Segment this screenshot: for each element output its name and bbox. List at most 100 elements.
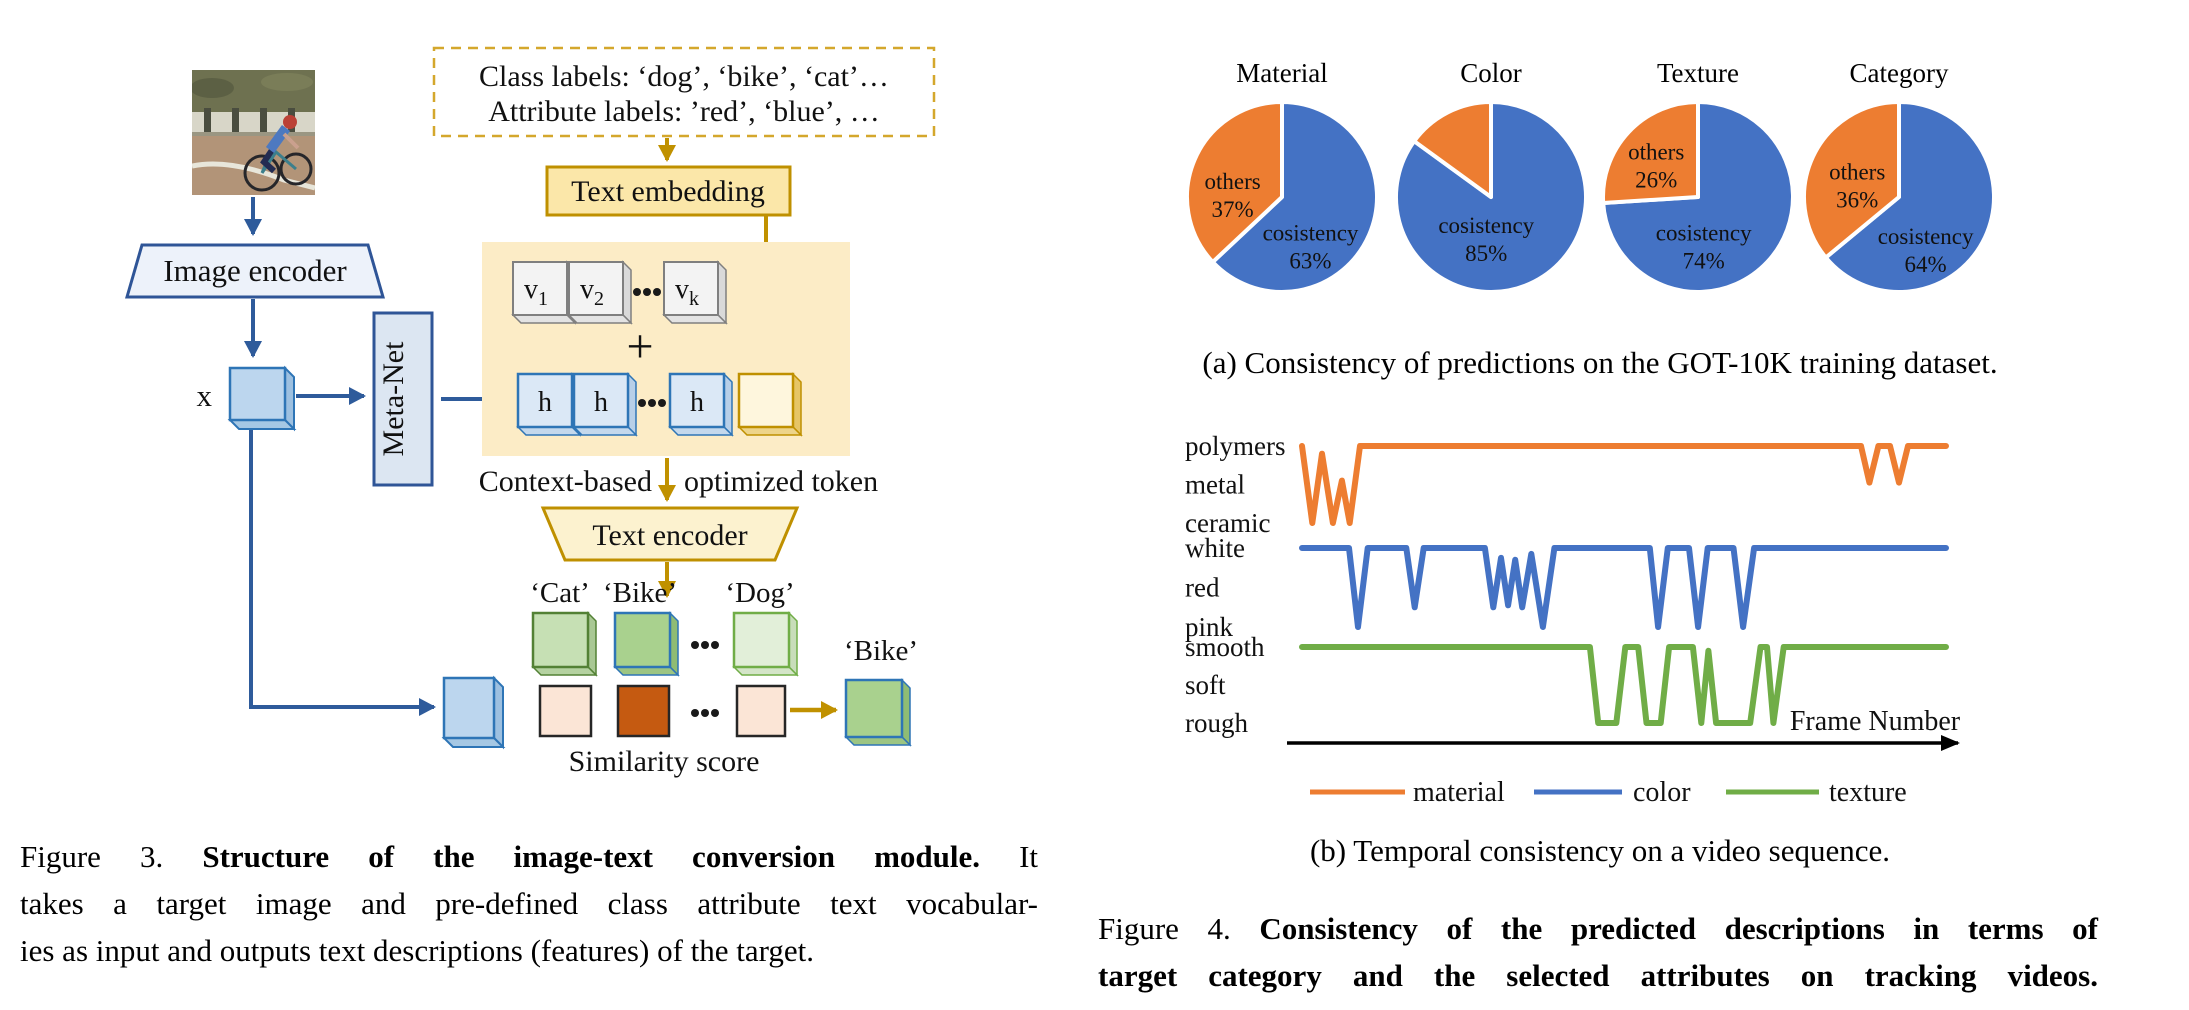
pie-slice bbox=[1802, 100, 1901, 260]
pie-slice bbox=[1185, 100, 1284, 265]
figure4-caption-bold2: target category and the selected attribu… bbox=[1098, 958, 2098, 993]
class-label-bike: ‘Bike’ bbox=[603, 577, 677, 609]
vocabulary-box bbox=[432, 46, 936, 138]
pie-title-color: Color bbox=[1460, 58, 1522, 88]
photo-rider-arm bbox=[282, 132, 300, 150]
h1-block: h bbox=[516, 372, 582, 437]
pie-title-material: Material bbox=[1236, 58, 1328, 88]
dog-feature-block bbox=[732, 611, 799, 677]
score-square-bike bbox=[616, 684, 671, 738]
meta-net-label: Meta-Net bbox=[377, 341, 410, 457]
vocabulary-line2: Attribute labels: ’red’, ‘blue’, … bbox=[488, 95, 880, 128]
pie-title-texture: Texture bbox=[1656, 58, 1740, 88]
score-square-cat bbox=[538, 684, 593, 738]
similarity-score-label: Similarity score bbox=[569, 745, 760, 778]
photo-rider-torso bbox=[265, 125, 291, 153]
image-feature-cube bbox=[441, 675, 506, 750]
photo-bike-wheel bbox=[243, 154, 281, 192]
pie-title-category: Category bbox=[1849, 58, 1949, 88]
ellipsis-dots bbox=[638, 399, 666, 407]
level-label-polymers: polymers bbox=[1185, 431, 1286, 461]
v2-block: v2 bbox=[567, 260, 633, 325]
text-embedding-box bbox=[545, 165, 792, 217]
meta-net-box bbox=[372, 311, 434, 487]
text-encoder-label: Text encoder bbox=[592, 519, 747, 552]
score-square-dog bbox=[735, 684, 787, 738]
plus-sign: + bbox=[626, 320, 653, 373]
pie-slice bbox=[1601, 100, 1700, 205]
pie-slice bbox=[1823, 100, 1996, 294]
level-label-ceramic: ceramic bbox=[1185, 508, 1270, 538]
cat-feature-block bbox=[531, 611, 598, 677]
photo-rider-helmet bbox=[283, 115, 297, 129]
pie-slice bbox=[1210, 100, 1379, 294]
image-encoder-label: Image encoder bbox=[163, 253, 347, 288]
caption-a: (a) Consistency of predictions on the GO… bbox=[1202, 345, 1998, 380]
figure3-caption: Figure 3. Structure of the image-text co… bbox=[20, 833, 1038, 974]
h-label: h bbox=[594, 387, 608, 418]
series-line-color bbox=[1299, 545, 1949, 630]
pie-slice bbox=[1412, 100, 1493, 199]
figure3-caption-bold: Structure of the image-text conversion m… bbox=[202, 839, 980, 874]
figure3-caption-line2: takes a target image and pre-defined cla… bbox=[20, 886, 1038, 921]
x-axis-title: Frame Number bbox=[1790, 706, 1961, 737]
context-label-left: Context-based bbox=[479, 465, 652, 498]
arrow-x-to-image-feature bbox=[249, 430, 436, 716]
vk-label: v bbox=[675, 274, 689, 305]
axis-level-labels: polymersmetalceramicwhiteredpinksmoothso… bbox=[1185, 431, 1286, 738]
legend-label-material: material bbox=[1413, 777, 1505, 808]
ellipsis-dots bbox=[633, 288, 661, 296]
context-label-right: optimized token bbox=[684, 465, 878, 498]
optimized-token-cube bbox=[737, 372, 803, 437]
x-feature-cube bbox=[227, 365, 297, 432]
figure4-caption: Figure 4. Consistency of the predicted d… bbox=[1098, 905, 2098, 999]
v-token-blocks: v1 v2 vk bbox=[511, 260, 728, 325]
vocabulary-line1: Class labels: ‘dog’, ‘bike’, ‘cat’… bbox=[479, 60, 889, 93]
ellipsis-dots bbox=[691, 709, 719, 717]
photo-rider-leg bbox=[260, 148, 277, 174]
figure4-caption-bold1: Consistency of the predicted description… bbox=[1259, 911, 2098, 946]
series-line-material bbox=[1299, 443, 1949, 526]
x-label: x bbox=[197, 378, 213, 413]
legend-label-color: color bbox=[1633, 777, 1691, 808]
level-label-smooth: smooth bbox=[1185, 632, 1265, 662]
output-feature-block bbox=[844, 678, 912, 747]
level-label-rough: rough bbox=[1185, 708, 1248, 738]
level-label-white: white bbox=[1185, 533, 1245, 563]
caption-b: (b) Temporal consistency on a video sequ… bbox=[1309, 833, 1891, 868]
class-label-dog: ‘Dog’ bbox=[725, 577, 794, 609]
photo-bike-wheel bbox=[279, 152, 313, 186]
level-label-pink: pink bbox=[1185, 612, 1234, 642]
svg-text:v2: v2 bbox=[580, 274, 604, 310]
figure3-caption-tail: It bbox=[1019, 839, 1039, 874]
v1-block: v1 bbox=[511, 260, 577, 325]
figure4-caption-prefix: Figure 4. bbox=[1098, 911, 1231, 946]
output-label: ‘Bike’ bbox=[844, 635, 918, 667]
target-image-photo bbox=[192, 70, 315, 195]
svg-text:v1: v1 bbox=[524, 274, 548, 310]
vk-block: vk bbox=[662, 260, 728, 325]
text-embedding-label: Text embedding bbox=[571, 175, 765, 208]
figure3-caption-line1: Figure 3. Structure of the image-text co… bbox=[20, 833, 1038, 880]
series-line-texture bbox=[1299, 644, 1949, 726]
h-label: h bbox=[690, 387, 704, 418]
text-feature-blocks bbox=[531, 611, 799, 677]
series-lines bbox=[1299, 443, 1949, 726]
figure4-caption-line1: Figure 4. Consistency of the predicted d… bbox=[1098, 905, 2098, 952]
level-label-soft: soft bbox=[1185, 670, 1226, 700]
level-label-red: red bbox=[1185, 573, 1220, 603]
